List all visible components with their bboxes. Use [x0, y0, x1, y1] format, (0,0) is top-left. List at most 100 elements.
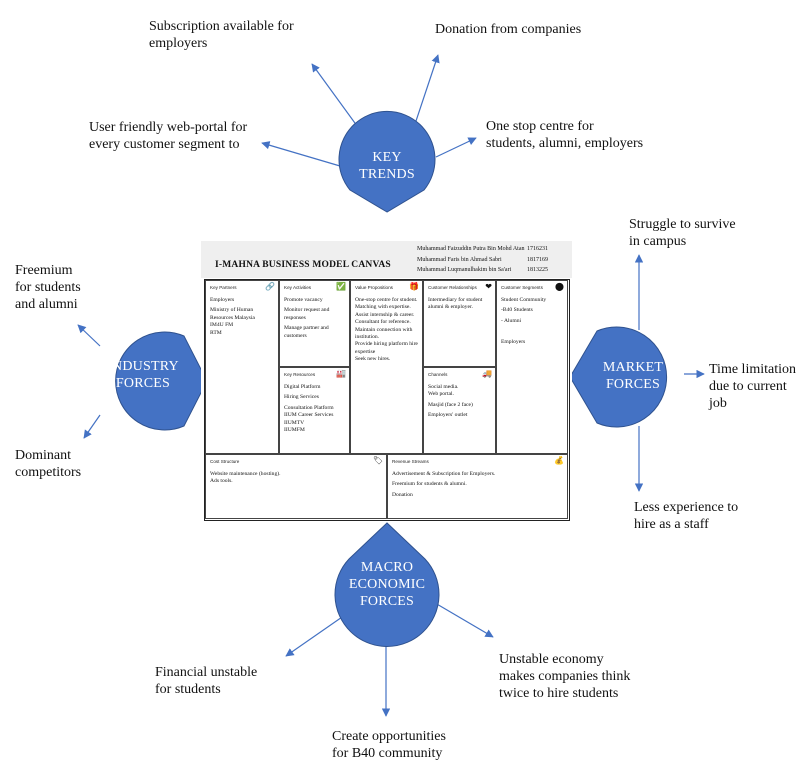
- list-item: Hiring Services: [284, 394, 319, 401]
- arrow-to-subscription: [311, 63, 361, 131]
- customer-relationships-list: Intermediary for student alumni & employ…: [428, 297, 492, 315]
- list-item: Employers: [210, 297, 235, 303]
- list-item: IM4U FM: [210, 322, 234, 329]
- cost-structure-title: Cost Structure: [210, 459, 240, 464]
- business-model-canvas: I-MAHNA BUSINESS MODEL CANVAS Muhammad F…: [201, 241, 572, 522]
- note-financial: Financial unstable for students: [155, 665, 258, 697]
- list-item: Ministry of Human Resources Malaysia: [210, 307, 255, 321]
- macro-forces-shape: [334, 522, 440, 647]
- note-experience: Less experience to hire as a staff: [634, 500, 739, 532]
- member-row: Muhammad Faris bin Ahmad Sabri 1817169: [417, 255, 548, 266]
- list-item: Intermediary for student alumni & employ…: [428, 297, 483, 311]
- list-item: Ads tools.: [210, 478, 233, 485]
- list-item: - Alumni: [501, 317, 522, 324]
- revenue-streams-title: Revenue Streams: [392, 459, 429, 464]
- member-id: 1716231: [527, 246, 548, 252]
- arrow-to-donation: [412, 54, 440, 131]
- canvas-header: I-MAHNA BUSINESS MODEL CANVAS Muhammad F…: [201, 241, 572, 278]
- list-item: Web portal.: [428, 391, 454, 398]
- market-forces-label: MARKET FORCES: [602, 360, 664, 392]
- member-name: Muhammad Luqmanulhakim bin Sa'ari: [417, 267, 512, 273]
- list-item: Assist internship & career.: [355, 311, 415, 318]
- team-members: Muhammad Faizuddin Putra Bin Mohd Atan 1…: [417, 244, 548, 276]
- key-partners-title: Key Partners: [210, 285, 237, 290]
- value-propositions-title: Value Propositions: [355, 285, 393, 290]
- list-item: Donation: [392, 491, 413, 498]
- arrow-to-financial: [285, 614, 346, 657]
- key-resources-title: Key Resources: [284, 372, 316, 377]
- list-item: -B40 Students: [501, 307, 533, 314]
- list-item: Maintain connection with institution.: [355, 326, 413, 341]
- check-icon: ✅: [336, 282, 346, 291]
- note-survive: Struggle to survive in campus: [629, 217, 736, 249]
- revenue-streams-list: Advertisement & Subscription for Employe…: [392, 471, 564, 502]
- list-item: Employers' outlet: [428, 412, 468, 419]
- list-item: Seek new hires.: [355, 356, 391, 363]
- list-item: Consultation Platform: [284, 404, 334, 411]
- key-resources-list: Digital Platform Hiring Services Consult…: [284, 384, 346, 434]
- member-id: 1817169: [527, 256, 548, 263]
- value-propositions-block: Value Propositions 🎁 One-stop centre for…: [350, 280, 423, 454]
- customer-segments-list: Student Community -B40 Students - Alumni…: [501, 297, 564, 350]
- member-name: Muhammad Faizuddin Putra Bin Mohd Atan: [417, 246, 525, 252]
- note-opportunities: Create opportunities for B40 community: [332, 729, 446, 761]
- customer-relationships-block: Customer Relationships ❤ Intermediary fo…: [423, 280, 496, 367]
- note-freemium: Freemium for students and alumni: [15, 263, 81, 312]
- list-item: Freemium for students & alumni.: [392, 481, 467, 488]
- list-item: IIUM Career Services: [284, 412, 334, 419]
- member-name: Muhammad Faris bin Ahmad Sabri: [417, 256, 502, 263]
- list-item: Digital Platform: [284, 384, 321, 390]
- list-item: Consultant for reference.: [355, 319, 411, 326]
- globe-icon: ⬤: [555, 282, 564, 291]
- cost-structure-list: Website maintenance (hosting). Ads tools…: [210, 471, 383, 486]
- member-row: Muhammad Faizuddin Putra Bin Mohd Atan 1…: [417, 244, 548, 255]
- key-activities-list: Promote vacancy Monitor request and resp…: [284, 297, 346, 343]
- note-time: Time limitation due to current job: [709, 362, 796, 411]
- key-trends-label: KEY TRENDS: [359, 150, 415, 182]
- note-one-stop: One stop centre for students, alumni, em…: [486, 119, 644, 151]
- list-item: Website maintenance (hosting).: [210, 471, 281, 477]
- list-item: IIUMFM: [284, 427, 305, 434]
- list-item: Student Community: [501, 297, 547, 303]
- money-bag-icon: 💰: [554, 456, 564, 465]
- note-competitors: Dominant competitors: [15, 448, 82, 480]
- channels-list: Social media. Web portal. Masjid (face 2…: [428, 384, 492, 423]
- arrow-to-economy: [429, 599, 494, 638]
- key-trends-shape: [338, 110, 436, 213]
- arrow-to-web-portal: [261, 141, 341, 167]
- customer-segments-block: Customer Segments ⬤ Student Community -B…: [496, 280, 568, 454]
- note-subscription: Subscription available for employers: [149, 19, 294, 51]
- key-activities-title: Key Activities: [284, 285, 312, 290]
- member-id: 1813225: [527, 267, 548, 273]
- cost-structure-block: Cost Structure 🏷 Website maintenance (ho…: [205, 454, 387, 519]
- list-item: Provide hiring platform hire expertise: [355, 341, 418, 355]
- note-economy: Unstable economy makes companies think t…: [499, 652, 631, 701]
- macro-forces-label: MACRO ECONOMIC FORCES: [348, 559, 426, 609]
- list-item: One-stop centre for student.: [355, 297, 418, 303]
- key-partners-list: Employers Ministry of Human Resources Ma…: [210, 297, 275, 337]
- list-item: RTM: [210, 329, 222, 336]
- value-propositions-list: One-stop centre for student. Matching wi…: [355, 297, 419, 364]
- list-item: Employers: [501, 339, 526, 346]
- gift-icon: 🎁: [409, 282, 419, 291]
- list-item: Masjid (face 2 face): [428, 401, 473, 408]
- canvas-title: I-MAHNA BUSINESS MODEL CANVAS: [215, 260, 391, 270]
- revenue-streams-block: Revenue Streams 💰 Advertisement & Subscr…: [387, 454, 568, 519]
- list-item: Advertisement & Subscription for Employe…: [392, 471, 496, 477]
- list-item: IIUMTV: [284, 419, 305, 426]
- channels-title: Channels: [428, 372, 448, 377]
- note-donation: Donation from companies: [435, 22, 582, 37]
- key-resources-block: Key Resources 🏭 Digital Platform Hiring …: [279, 367, 350, 454]
- tag-icon: 🏷: [372, 456, 383, 465]
- canvas-grid: Key Partners 🔗 Employers Ministry of Hum…: [204, 279, 570, 521]
- member-row: Muhammad Luqmanulhakim bin Sa'ari 181322…: [417, 265, 548, 276]
- list-item: Social media.: [428, 384, 459, 390]
- arrow-to-competitors: [83, 414, 101, 439]
- customer-segments-title: Customer Segments: [501, 285, 543, 290]
- customer-relationships-title: Customer Relationships: [428, 285, 477, 290]
- note-web-portal: User friendly web-portal for every custo…: [89, 120, 248, 152]
- list-item: Promote vacancy: [284, 297, 323, 303]
- market-forces-shape: [569, 326, 668, 428]
- link-icon: 🔗: [265, 282, 275, 291]
